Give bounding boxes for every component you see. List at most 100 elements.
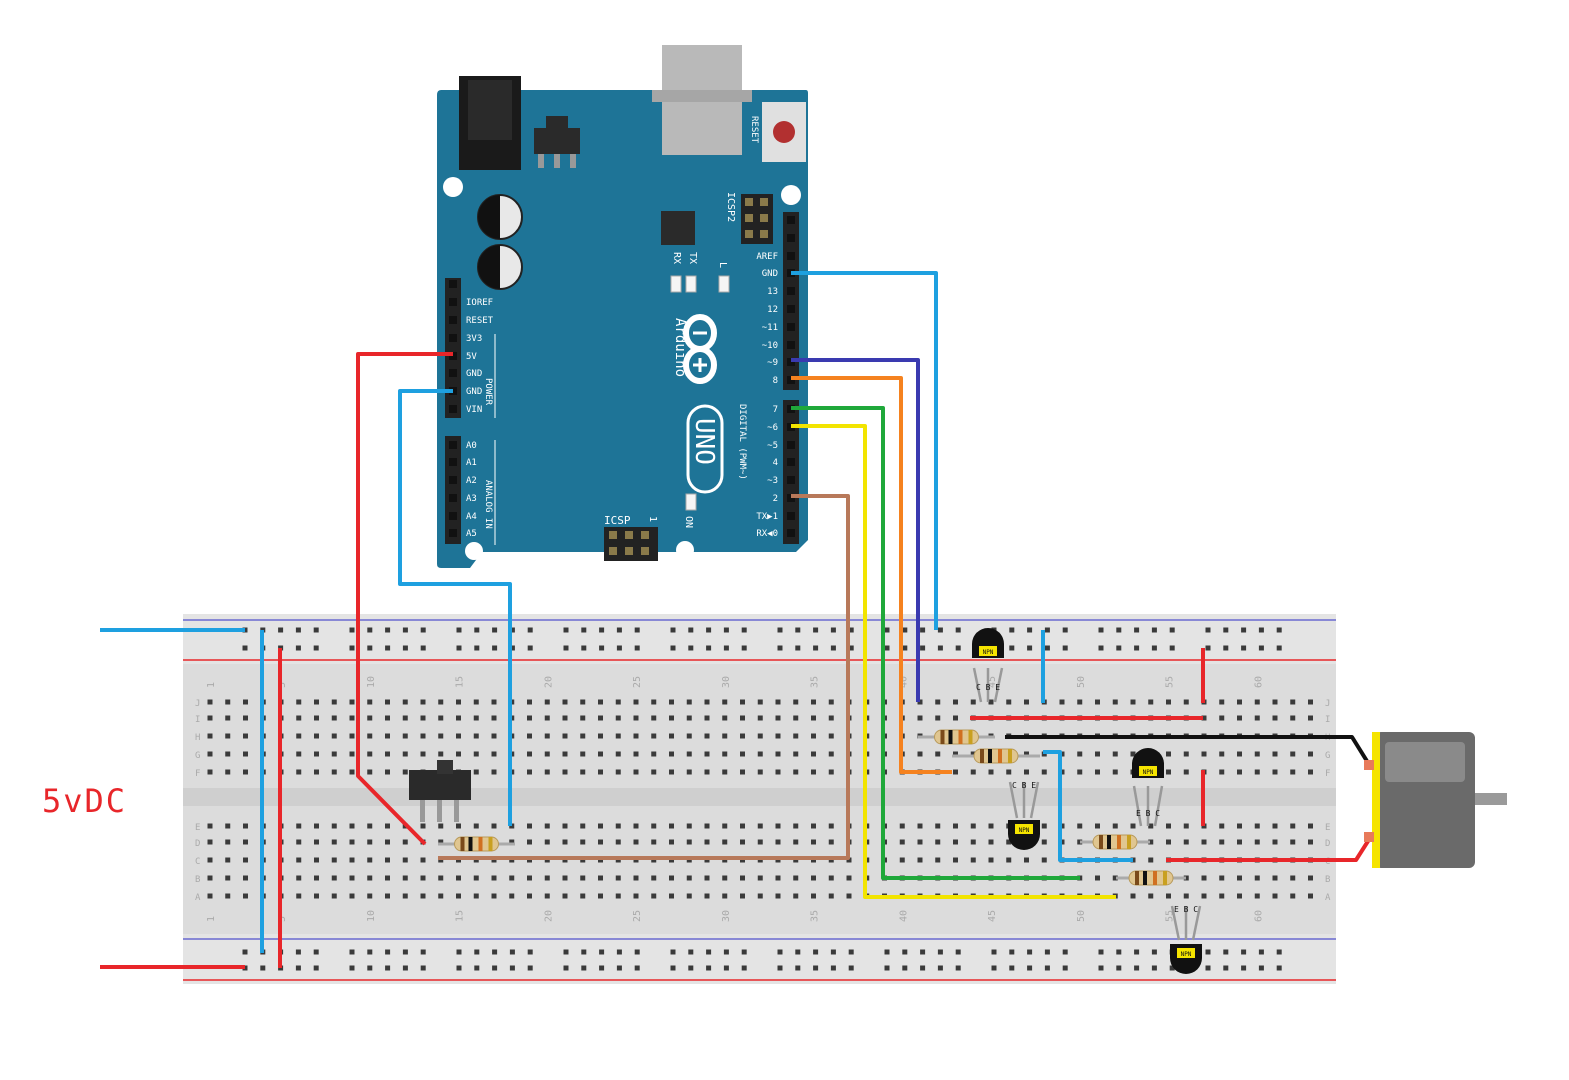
pin-label: GND [466, 369, 482, 379]
column-number: 5 [277, 682, 288, 688]
pin-labels: IOREFRESET3V35VGNDGNDVINA0A1A2A3A4A5AREF… [466, 252, 778, 539]
arduino-logo [683, 314, 717, 384]
row-letter: J [195, 699, 200, 709]
dc-motor [1364, 732, 1507, 868]
l-label: L [717, 262, 728, 268]
transistor-pinout: E B C [1136, 809, 1160, 818]
brand-label: Arduino [672, 318, 688, 377]
transistor-label: NPN [1019, 827, 1030, 834]
row-letter: D [1325, 839, 1330, 849]
column-number: 55 [1165, 910, 1176, 922]
row-letter: D [195, 839, 200, 849]
row-letter: E [195, 823, 200, 833]
column-number: 45 [987, 676, 998, 688]
column-number: 35 [810, 676, 821, 688]
slide-switch[interactable] [409, 760, 471, 822]
column-number: 25 [632, 676, 643, 688]
row-letter: A [1325, 893, 1331, 903]
analog-header [445, 436, 461, 544]
usb-chip [661, 211, 695, 245]
row-letter: I [1325, 715, 1330, 725]
wire-pin9 [791, 358, 920, 702]
transistor-label: NPN [1143, 769, 1154, 776]
wires [100, 271, 1372, 969]
pin-label: ~3 [767, 476, 778, 486]
column-number: 30 [721, 910, 732, 922]
pin-label: 8 [773, 376, 778, 386]
column-number: 1 [206, 916, 217, 922]
pin-label: AREF [756, 252, 778, 262]
row-letter: G [1325, 751, 1330, 761]
icsp-pin1-label: 1 [647, 516, 658, 522]
transistor-pinout: C B E [976, 683, 1000, 692]
on-label: ON [683, 516, 694, 528]
wire-pin7 [791, 406, 1080, 880]
row-letter: I [195, 715, 200, 725]
column-number: 50 [1076, 910, 1087, 922]
rx-label: RX [671, 252, 682, 264]
pin-label: ~9 [767, 358, 778, 368]
npn-transistor: NPN E B C [1132, 748, 1164, 827]
row-letter: E [1325, 823, 1330, 833]
pin-label: ~5 [767, 441, 778, 451]
column-number: 40 [898, 676, 909, 688]
analog-section-label: ANALOG IN [483, 480, 493, 529]
pin-label: GND [466, 387, 482, 397]
pin-label: RESET [466, 316, 494, 326]
pin-label: 3V3 [466, 334, 482, 344]
pin-label: A1 [466, 458, 477, 468]
resistor [1116, 870, 1186, 886]
pin-label: A3 [466, 494, 477, 504]
column-number: 20 [543, 910, 554, 922]
pin-label: A2 [466, 476, 477, 486]
column-number: 25 [632, 910, 643, 922]
bottom-power-rail [183, 934, 1336, 984]
icsp2-label: ICSP2 [725, 192, 736, 222]
resistor [1080, 834, 1150, 850]
pin-label: A5 [466, 529, 477, 539]
column-number: 15 [455, 676, 466, 688]
row-letter: H [195, 733, 200, 743]
pin-label: 2 [773, 494, 778, 504]
breadboard-labels: 1155101015152020252530303535404045455050… [195, 676, 1331, 922]
row-letter: F [195, 769, 200, 779]
wire-pin8 [791, 376, 952, 774]
transistor-label: NPN [983, 649, 994, 656]
resistor [952, 748, 1040, 764]
tx-led [685, 275, 697, 293]
breadboard: 1155101015152020252530303535404045455050… [183, 614, 1336, 984]
row-letter: B [195, 875, 200, 885]
column-number: 10 [366, 910, 377, 922]
row-letter: B [1325, 875, 1330, 885]
pin-label: ~11 [762, 323, 778, 333]
pin-label: 13 [767, 287, 778, 297]
on-led [685, 493, 697, 511]
model-label: UNO [689, 418, 719, 465]
row-letter: F [1325, 769, 1330, 779]
pin-label: 5V [466, 352, 477, 362]
pin-label: A4 [466, 512, 477, 522]
digital-header-low [783, 400, 799, 544]
top-power-rail [183, 614, 1336, 664]
model-badge [686, 404, 724, 494]
pin-label: GND [762, 269, 778, 279]
column-number: 15 [455, 910, 466, 922]
wire-arduino-gnd [398, 389, 512, 826]
pin-label: 7 [773, 405, 778, 415]
row-letter: J [1325, 699, 1330, 709]
transistor-label: NPN [1181, 951, 1192, 958]
pin-label: IOREF [466, 298, 493, 308]
digital-section-label: DIGITAL (PWM~) [737, 404, 747, 480]
resistor [438, 836, 515, 852]
row-letter: G [195, 751, 200, 761]
icsp-label: ICSP [604, 514, 631, 527]
pin-label: 4 [773, 458, 778, 468]
wire-arduino-5v [356, 352, 453, 846]
npn-transistor: NPN C B E [972, 628, 1004, 703]
rx-led [670, 275, 682, 293]
wire-pin6 [791, 424, 1116, 899]
